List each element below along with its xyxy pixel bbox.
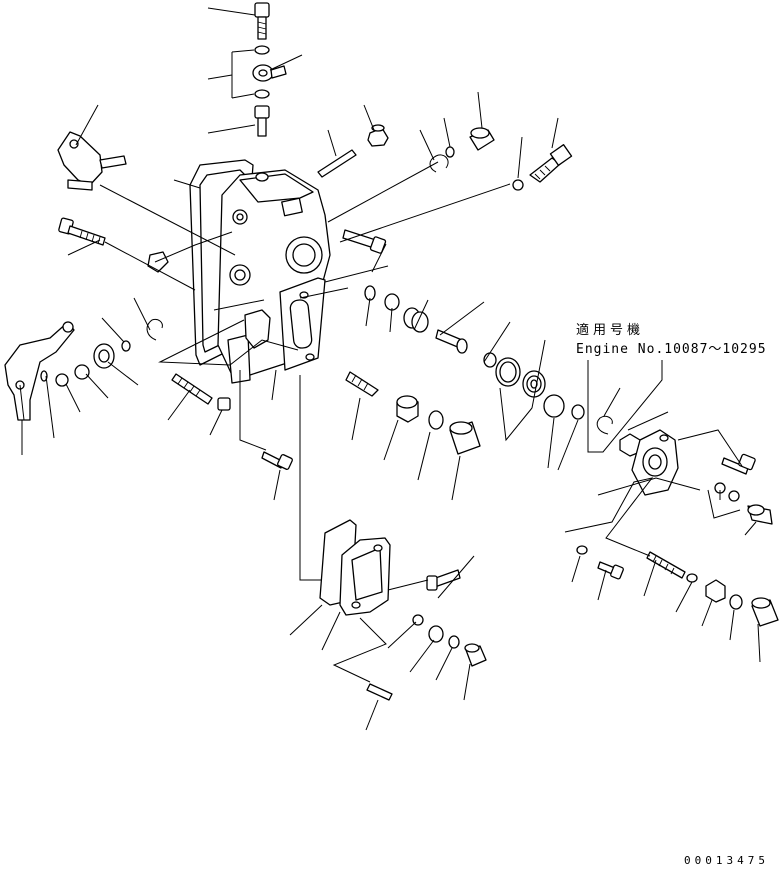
right-washer-b <box>728 490 740 502</box>
top-bolt <box>254 2 270 40</box>
lower-bolt <box>261 451 293 470</box>
applicability-title: 適用号機 <box>576 323 645 338</box>
cover-stud <box>366 683 393 701</box>
spring-collar <box>403 307 429 333</box>
flat-washer <box>428 410 444 430</box>
drawing-number: 00013475 <box>684 854 769 867</box>
right-bolt-short <box>597 561 624 580</box>
cover-cap <box>464 643 487 667</box>
cap-plug <box>469 127 495 151</box>
cover-washer-b <box>428 625 444 643</box>
snap-ring-left <box>146 319 163 341</box>
gasket-washer-right <box>512 179 524 191</box>
end-o-ring <box>571 404 585 420</box>
lever-clip <box>40 370 48 382</box>
applicability-serial-range: Engine No.10087～10295 <box>576 342 767 357</box>
hex-nut <box>396 395 419 423</box>
banjo-bolt <box>254 105 270 137</box>
banjo-fitting <box>252 64 287 82</box>
right-washer-e <box>729 594 743 610</box>
cover-washer-c <box>448 635 460 649</box>
washer-a <box>364 285 376 301</box>
right-bolt-top <box>721 453 756 475</box>
lever-bushing <box>74 364 90 380</box>
cap-washer <box>543 394 565 418</box>
lower-washer <box>254 89 270 99</box>
right-bolt-long <box>646 551 686 579</box>
long-bolt-left <box>58 217 106 246</box>
small-o-ring <box>445 146 455 158</box>
mid-bolt <box>171 373 213 405</box>
right-cap <box>747 504 773 525</box>
valve-body <box>631 429 679 496</box>
leader-lines <box>19 7 761 731</box>
lever-bracket <box>57 131 127 191</box>
right-hex-nut <box>705 579 726 603</box>
cover-bolt <box>426 569 461 591</box>
shaft-pin <box>435 329 468 354</box>
threaded-stud <box>345 371 379 397</box>
o-ring-large-inner <box>499 361 517 383</box>
governor-housing <box>189 159 331 384</box>
washer-b <box>384 293 400 311</box>
small-nut <box>217 397 231 411</box>
cover-plate <box>339 537 391 616</box>
oil-seal <box>93 343 115 369</box>
adjusting-screw <box>529 144 573 183</box>
top-washer <box>254 45 270 55</box>
right-washer-c <box>576 545 588 555</box>
elbow-fitting <box>147 251 169 273</box>
lever-arm <box>4 321 75 421</box>
right-washer-d <box>686 573 698 583</box>
shaft-o-ring <box>121 340 131 352</box>
housing-bolt <box>342 229 387 254</box>
spring-cap <box>522 370 546 398</box>
dowel-pin <box>317 149 357 178</box>
snap-ring-top <box>429 154 449 173</box>
cap-nut <box>449 421 481 455</box>
snap-ring-right <box>596 415 613 435</box>
plug-nut <box>367 124 389 147</box>
applicability-bracket <box>587 360 663 453</box>
lever-washer <box>55 373 69 387</box>
right-end-cap <box>751 597 779 627</box>
